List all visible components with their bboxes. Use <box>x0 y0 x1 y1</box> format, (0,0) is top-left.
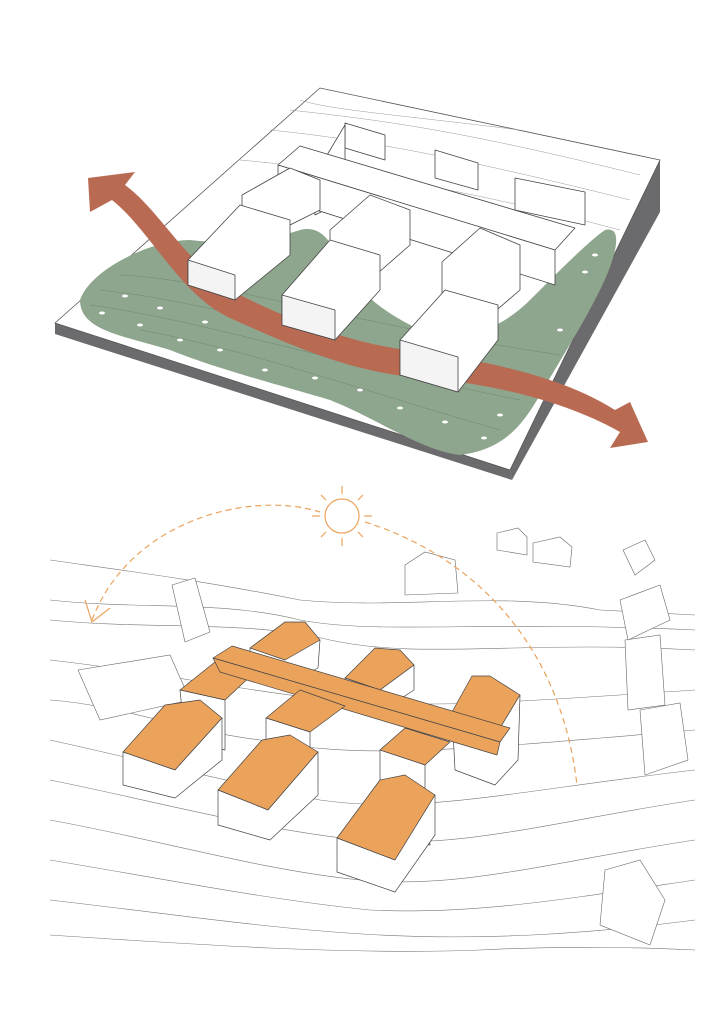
arrowhead-icon <box>84 599 111 624</box>
building-blocks <box>187 122 586 393</box>
sun-path-diagram <box>49 486 696 952</box>
trees <box>99 253 598 440</box>
buildings <box>122 621 521 893</box>
site-model <box>54 87 661 480</box>
platform-side-front <box>55 323 512 480</box>
sun-path-arc <box>91 504 578 786</box>
neighbor-houses <box>77 527 689 946</box>
flow-arrow <box>88 172 648 448</box>
sun-icon <box>312 486 372 546</box>
